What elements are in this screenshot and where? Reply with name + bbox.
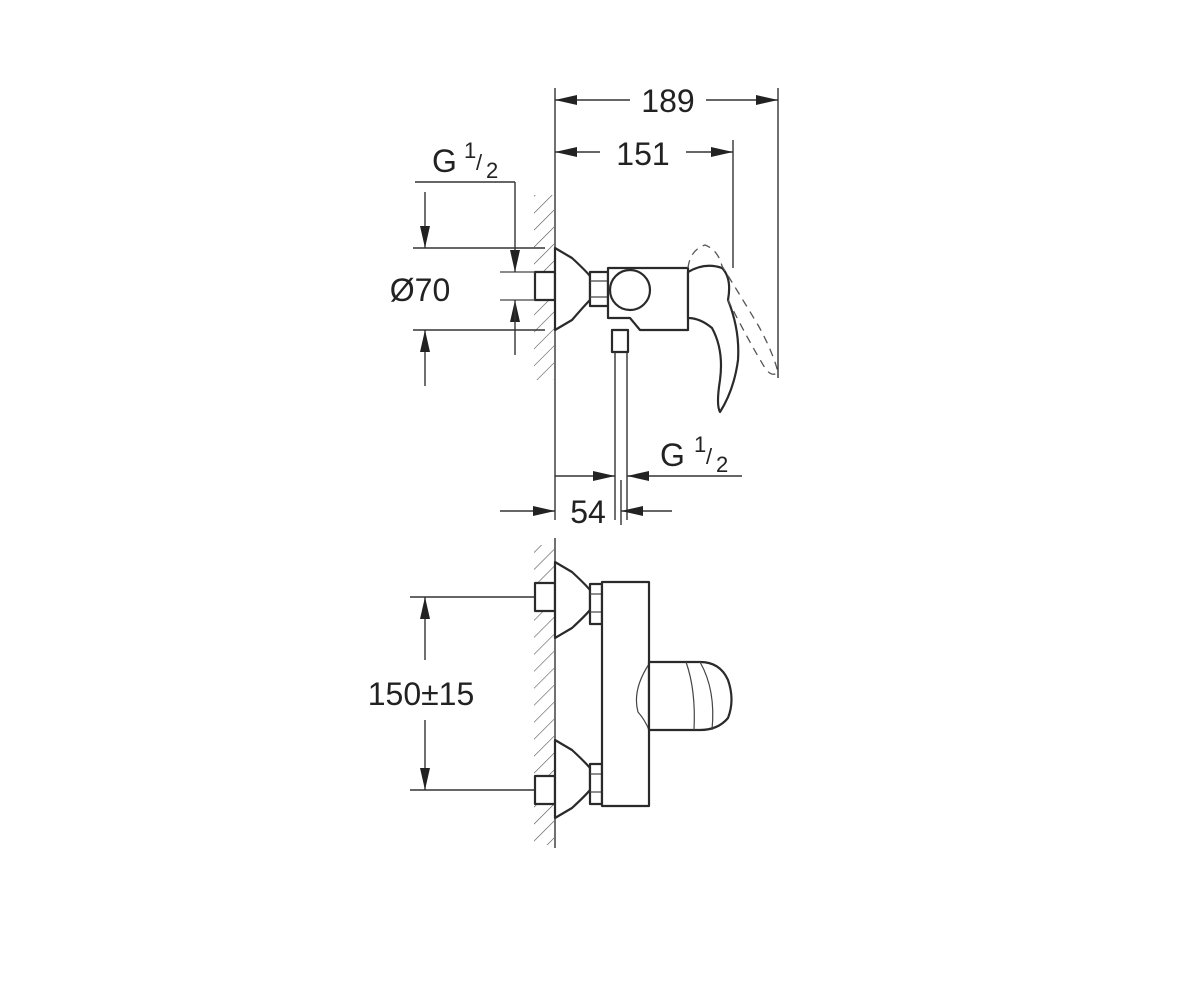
lower-escutcheon [553,738,592,820]
escutcheon [553,246,592,332]
dim-overall-width: 189 [555,83,779,378]
upper-nut [588,582,604,626]
lever-handle-front [647,660,733,732]
inlet-thread-sup: 1 [464,138,476,163]
dim-escutcheon-diameter: Ø70 [390,192,545,386]
side-view [500,88,779,520]
outlet-offset-label: 54 [570,494,606,530]
dim-outlet-offset: 54 [500,480,672,530]
mixer-body-front [600,580,651,808]
escutcheon-diameter-label: Ø70 [390,272,450,308]
body-round [608,268,652,312]
handle-contour [685,661,695,731]
outlet-stem [610,328,630,354]
dim-inlet-spacing: 150±15 [368,596,535,791]
connector-nut [588,270,610,308]
upper-escutcheon [553,560,592,640]
body-dome [635,663,650,731]
wall-hatch-bottom [534,545,554,845]
upper-inlet-nipple [533,581,557,613]
inlet-thread-slash: / [476,150,483,175]
dim-outlet-thread: G 1 / 2 [555,432,742,481]
lever-handle-raised [687,244,779,375]
outlet-thread-slash: / [706,444,713,469]
inlet-spacing-label: 150±15 [368,676,475,712]
lever-handle [686,264,740,414]
inlet-thread-main: G [432,143,457,179]
handle-reach-label: 151 [616,136,669,172]
outlet-thread-sup: 1 [694,432,706,457]
lower-nut [588,762,604,806]
outlet-thread-main: G [660,437,685,473]
front-view [533,538,733,848]
lower-inlet-nipple [533,774,557,806]
inlet-nipple [533,270,557,302]
overall-width-label: 189 [641,83,694,119]
dim-inlet-thread: G 1 / 2 [415,138,520,355]
handle-contour-2 [699,661,714,731]
outlet-thread-sub: 2 [716,452,728,477]
dim-handle-reach: 151 [555,136,734,268]
inlet-thread-sub: 2 [486,158,498,183]
